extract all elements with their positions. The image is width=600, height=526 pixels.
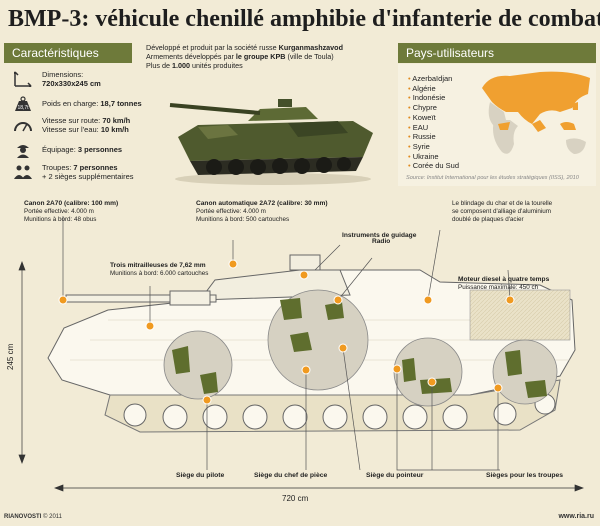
troops-icon — [12, 163, 34, 181]
country-item: Azerbaïdjan — [408, 74, 459, 84]
intro-line3-count: 1.000 — [171, 61, 190, 70]
weight-label: Poids en charge: — [42, 99, 99, 108]
country-list: AzerbaïdjanAlgérieIndonésieChypreKoweïtE… — [408, 74, 459, 171]
users-panel: AzerbaïdjanAlgérieIndonésieChypreKoweïtE… — [398, 64, 596, 186]
speed-water-label: Vitesse sur l'eau: — [42, 125, 99, 134]
cannon-2a72-ammo: Munitions à bord: 500 cartouches — [196, 215, 290, 223]
specs-panel: Dimensions:720x330x245 cm 18,7t Poids en… — [4, 64, 142, 192]
length-dimension: 720 cm — [282, 494, 309, 503]
seat-driver-label: Siège du pilote — [176, 472, 225, 479]
cannon-2a70-callout: Canon 2A70 (calibre: 100 mm) Portée effe… — [24, 200, 118, 223]
crew-value: 3 personnes — [77, 145, 123, 154]
machine-gun-callout: Trois mitrailleuses de 7,62 mm Munitions… — [110, 262, 208, 278]
specs-header: Caractéristiques — [4, 43, 132, 63]
spec-weight: 18,7t Poids en charge: 18,7 tonnes — [4, 95, 144, 113]
country-item: Russie — [408, 132, 459, 142]
intro-line3-suffix: unités produites — [191, 61, 243, 70]
country-item: Algérie — [408, 84, 459, 94]
spec-dimensions: Dimensions:720x330x245 cm — [4, 70, 144, 88]
country-item: Indonésie — [408, 93, 459, 103]
mg-title: Trois mitrailleuses de 7,62 mm — [110, 262, 206, 269]
intro-line1-company: Kurganmashzavod — [278, 43, 343, 52]
intro-text: Développé et produit par la société russ… — [146, 43, 386, 70]
tank-illustration — [169, 99, 373, 185]
ruler-icon — [12, 70, 34, 88]
crew-icon — [12, 141, 34, 159]
troops-label: Troupes: — [42, 163, 72, 172]
height-dimension: 245 cm — [6, 343, 15, 370]
world-map — [482, 71, 590, 154]
engine-power: Puissance maximale: 450 ch — [458, 283, 539, 291]
engine-callout: Moteur diesel à quatre temps Puissance m… — [458, 276, 549, 292]
country-item: Syrie — [408, 142, 459, 152]
copyright: © 2011 — [43, 514, 63, 520]
cannon-2a70-ammo: Munitions à bord: 48 obus — [24, 215, 97, 223]
radio-callout: Radio — [372, 238, 390, 246]
troops-value: 7 personnes — [73, 163, 118, 172]
speed-road-label: Vitesse sur route: — [42, 116, 101, 125]
country-item: EAU — [408, 123, 459, 133]
armor-callout: Le blindage du char et de la tourelle se… — [452, 200, 552, 223]
cannon-2a70-title: Canon 2A70 (calibre: 100 mm) — [24, 200, 119, 207]
tank-blueprint — [18, 216, 584, 492]
intro-line3-prefix: Plus de — [146, 61, 170, 70]
intro-line2-company: le groupe KPB — [235, 52, 286, 61]
seat-gunner-label: Siège du pointeur — [366, 472, 424, 479]
country-item: Ukraine — [408, 152, 459, 162]
cannon-2a72-title: Canon automatique 2A72 (calibre: 30 mm) — [196, 200, 328, 207]
engine-title: Moteur diesel à quatre temps — [458, 276, 550, 283]
seat-commander-label: Siège du chef de pièce — [254, 472, 328, 479]
country-item: Chypre — [408, 103, 459, 113]
guidance-title: Instruments de guidage — [342, 232, 417, 239]
spec-troops: Troupes: 7 personnes+ 2 sièges supplémen… — [4, 163, 144, 181]
armor-line2: se composent d'alliage d'aluminium — [452, 207, 552, 215]
intro-line2-suffix: (ville de Toula) — [287, 52, 334, 61]
users-header: Pays-utilisateurs — [398, 43, 596, 63]
mg-ammo: Munitions à bord: 6.000 cartouches — [110, 269, 209, 277]
weight-value: 18,7 tonnes — [100, 99, 142, 108]
radio-title: Radio — [372, 238, 391, 245]
dimensions-label: Dimensions: — [42, 70, 84, 79]
guidance-callout: Instruments de guidage — [342, 232, 416, 240]
seat-troops-label: Sièges pour les troupes — [486, 472, 564, 479]
footer-site: www.ria.ru — [558, 513, 594, 520]
armor-line3: doublé de plaques d'acier — [452, 215, 524, 223]
intro-line1-prefix: Développé et produit par la société russ… — [146, 43, 277, 52]
cannon-2a72-range: Portée effective: 4.000 m — [196, 207, 266, 215]
armor-line1: Le blindage du char et de la tourelle — [452, 200, 553, 207]
dimensions-value: 720x330x245 cm — [42, 79, 101, 88]
cannon-2a70-range: Portée effective: 4.000 m — [24, 207, 94, 215]
country-item: Koweït — [408, 113, 459, 123]
speed-road-value: 70 km/h — [102, 116, 131, 125]
page-title: BMP-3: véhicule chenillé amphibie d'infa… — [8, 6, 600, 32]
footer-brand: RIANOVOSTI © 2011 — [4, 514, 62, 520]
weight-icon: 18,7t — [12, 95, 34, 113]
speedometer-icon — [12, 116, 34, 134]
spec-crew: Équipage: 3 personnes — [4, 141, 144, 159]
speed-water-value: 10 km/h — [100, 125, 129, 134]
cannon-2a72-callout: Canon automatique 2A72 (calibre: 30 mm) … — [196, 200, 328, 223]
weight-badge: 18,7t — [17, 105, 29, 111]
country-item: Corée du Sud — [408, 161, 459, 171]
troops-extra: + 2 sièges supplémentaires — [42, 172, 134, 181]
source-note: Source: Institut International pour les … — [406, 175, 579, 181]
intro-line2-prefix: Armements développés par — [146, 52, 234, 61]
crew-label: Équipage: — [42, 145, 76, 154]
brand-name: RIANOVOSTI — [4, 514, 42, 520]
